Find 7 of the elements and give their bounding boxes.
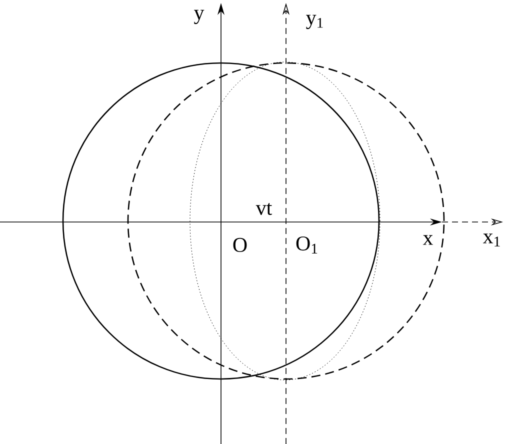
- axis-label: O$_{1}$: [296, 236, 318, 254]
- axis-label: x$_{1}$: [483, 234, 500, 246]
- axis-label: y: [194, 10, 204, 24]
- axis-label: O: [233, 238, 247, 252]
- axis-label: vt: [256, 202, 272, 215]
- axis-label: x: [422, 235, 433, 245]
- axis-label: y$_{1}$: [306, 14, 323, 30]
